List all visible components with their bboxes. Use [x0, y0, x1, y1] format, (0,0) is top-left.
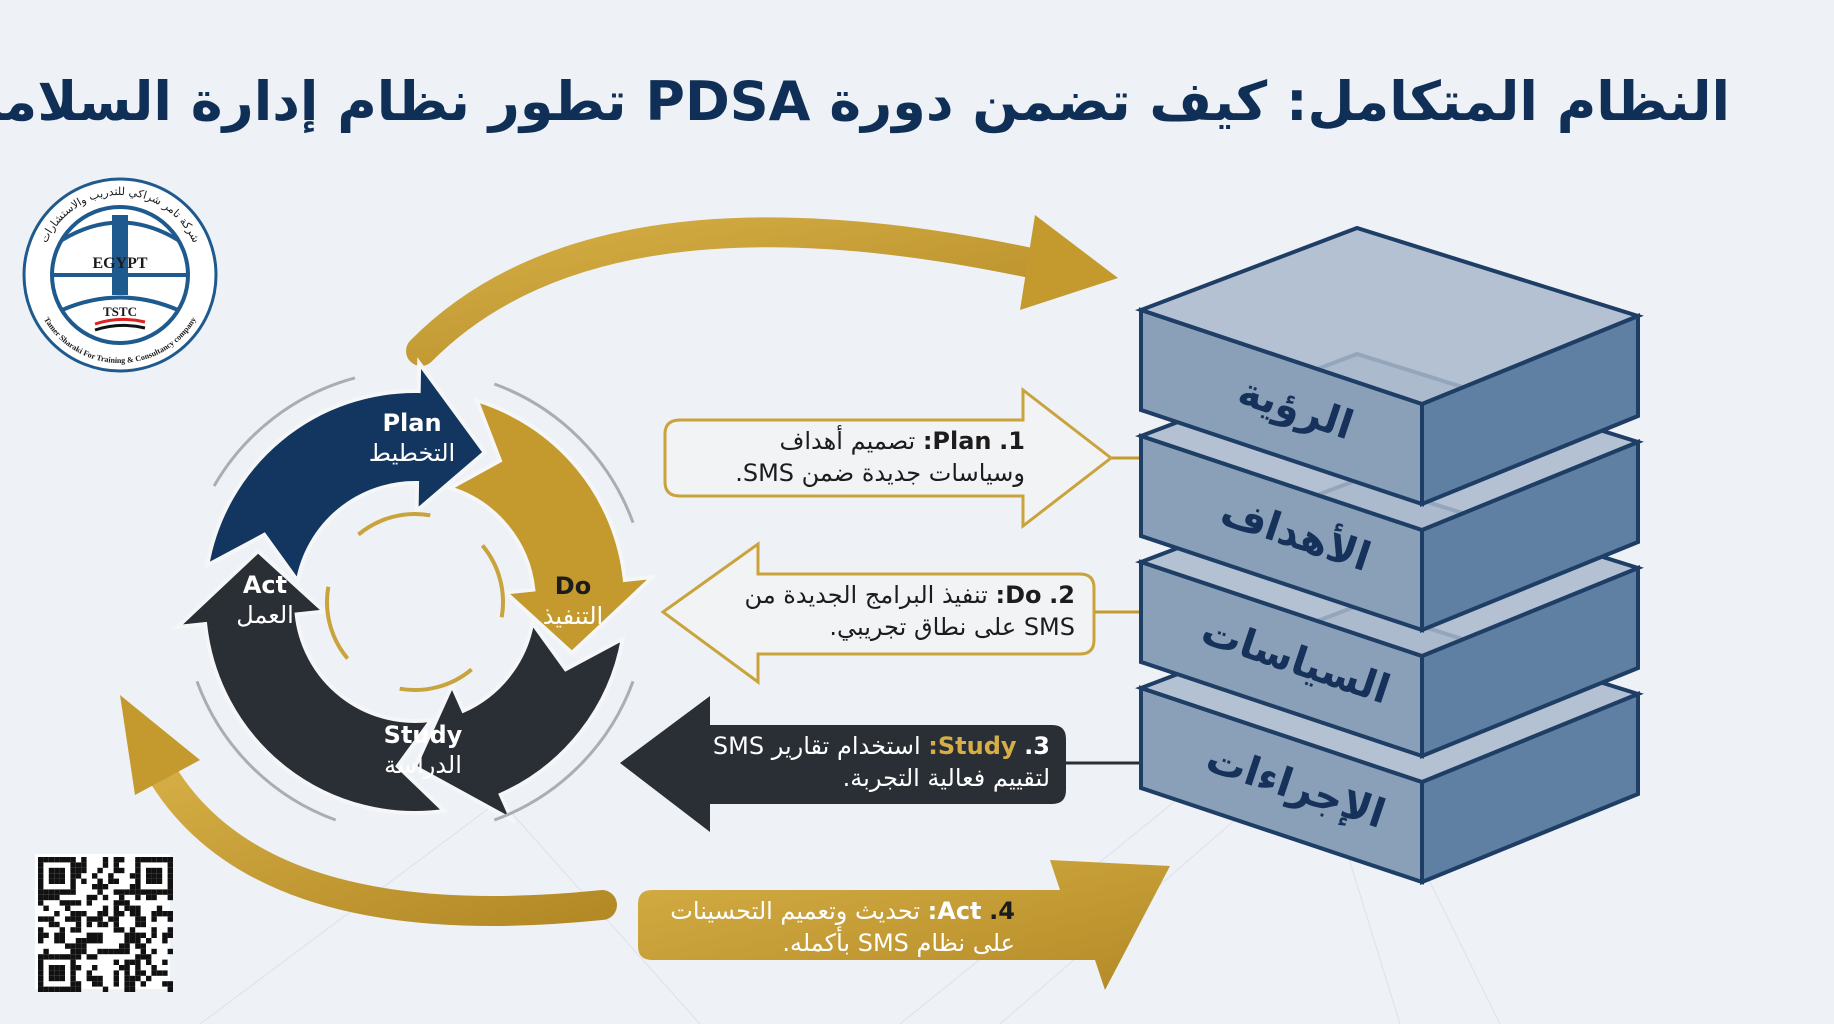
- inner-cycle-arrow: [399, 667, 473, 692]
- bottom-flow-arrow: [120, 695, 617, 926]
- cycle-arrow-act: [171, 548, 449, 815]
- step-number: 1.: [999, 427, 1025, 455]
- logo-abbr: TSTC: [103, 304, 137, 319]
- inner-cycle-arrow: [325, 586, 350, 660]
- step-description: تصميم أهداف وسياسات جديدة ضمن SMS.: [735, 427, 1025, 487]
- step-key: Study:: [928, 732, 1017, 760]
- step-act-text: 4. Act: تحديث وتعميم التحسينات على نظام …: [650, 895, 1015, 959]
- outer-swoosh: [212, 376, 356, 487]
- step-key: Do:: [995, 581, 1042, 609]
- plan-en: Plan: [382, 409, 442, 437]
- step-plan-text: 1. Plan: تصميم أهداف وسياسات جديدة ضمن S…: [680, 425, 1025, 489]
- cycle-arrow-do: [444, 397, 659, 656]
- step-description: تنفيذ البرامج الجديدة من SMS على نطاق تج…: [744, 581, 1075, 641]
- inner-cycle-arrow: [357, 512, 431, 537]
- cycle-arrow-plan: [204, 357, 488, 587]
- pdsa-cycle: [171, 357, 659, 825]
- qr-code: [35, 854, 173, 992]
- step-study-text: 3. Study: استخدام تقارير SMS لتقييم فعال…: [700, 730, 1050, 794]
- step-do-box: [660, 541, 1142, 685]
- step-key: Act:: [927, 897, 982, 925]
- step-act-box: [638, 860, 1170, 990]
- study-en: Study: [383, 721, 463, 749]
- layer-top-face: [1135, 225, 1644, 407]
- page-title: النظام المتكامل: كيف تضمن دورة PDSA تطور…: [0, 70, 1730, 133]
- plan-ar: التخطيط: [368, 439, 456, 467]
- act-en: Act: [242, 571, 288, 599]
- top-flow-arrow: [406, 215, 1118, 366]
- outer-swoosh: [493, 680, 635, 822]
- act-ar: العمل: [236, 601, 294, 629]
- step-plan-box: [663, 386, 1142, 530]
- do-ar: التنفيذ: [542, 602, 604, 630]
- step-key: Plan:: [922, 427, 992, 455]
- step-description: تحديث وتعميم التحسينات على نظام SMS بأكم…: [670, 897, 1015, 957]
- outer-swoosh: [493, 382, 635, 524]
- do-en: Do: [554, 572, 592, 600]
- step-do-text: 2. Do: تنفيذ البرامج الجديدة من SMS على …: [730, 579, 1075, 643]
- step-description: استخدام تقارير SMS لتقييم فعالية التجربة…: [712, 732, 1050, 792]
- study-ar: الدراسة: [384, 751, 462, 779]
- cycle-arrow-study: [412, 617, 626, 825]
- step-number: 3.: [1024, 732, 1050, 760]
- company-logo: EGYPT TSTC شركة تامر شراكي للتدريب والاس…: [22, 177, 218, 373]
- step-study-box: [620, 696, 1142, 832]
- step-number: 2.: [1049, 581, 1075, 609]
- inner-cycle-arrow: [480, 544, 505, 618]
- logo-center-text: EGYPT: [92, 255, 147, 272]
- outer-swoosh: [195, 680, 337, 822]
- step-number: 4.: [989, 897, 1015, 925]
